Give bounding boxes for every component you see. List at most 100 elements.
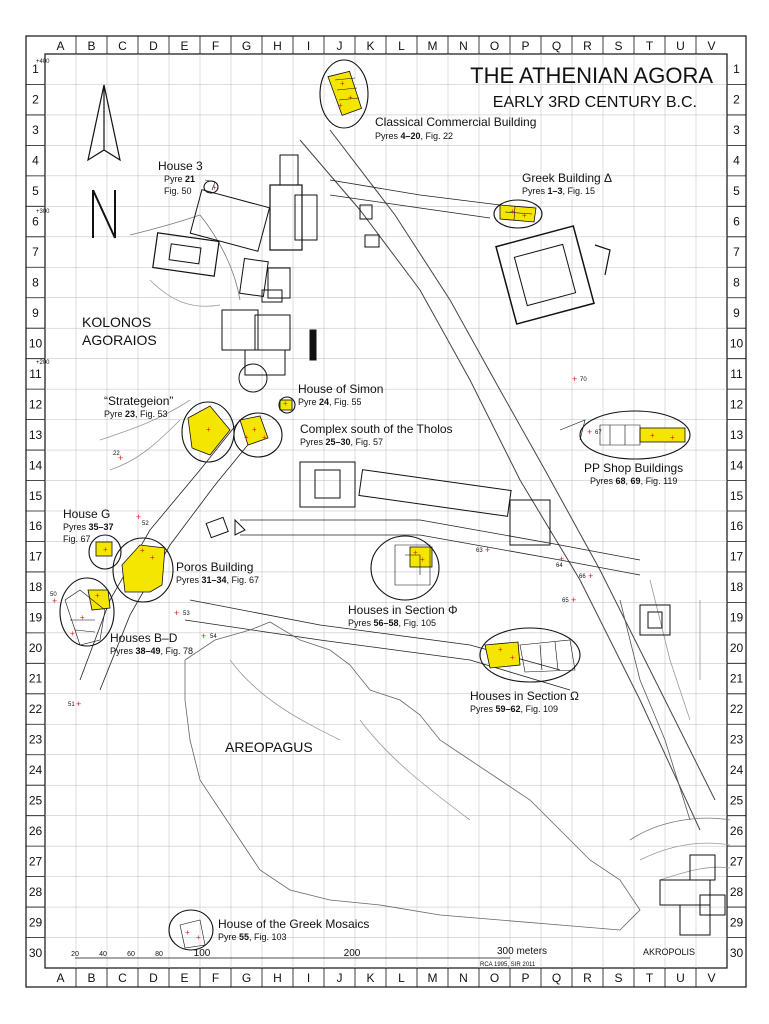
pyres-prefix: Pyres bbox=[300, 437, 326, 447]
pyre-cross-icon: + bbox=[118, 453, 123, 463]
map-title: THE ATHENIAN AGORA EARLY 3RD CENTURY B.C… bbox=[470, 63, 713, 111]
scale-tick: 80 bbox=[155, 951, 163, 958]
grid-row-label: 10 bbox=[29, 336, 43, 350]
grid-column-label: N bbox=[459, 971, 468, 985]
grid-column-label: V bbox=[707, 971, 715, 985]
grid-column-label: C bbox=[118, 39, 127, 53]
grid-row-label: 17 bbox=[730, 550, 744, 564]
grid-row-label: 30 bbox=[730, 946, 744, 960]
pyres-prefix: Pyres bbox=[470, 704, 496, 714]
pyre-cross-icon: + bbox=[587, 427, 592, 437]
grid-row-label: 17 bbox=[29, 550, 43, 564]
pyre-marker: 54+ bbox=[201, 631, 217, 641]
site-pyres: Pyres 38–49, Fig. 78 bbox=[110, 646, 193, 656]
grid-column-label: H bbox=[273, 39, 282, 53]
grid-column-label: L bbox=[398, 971, 405, 985]
grid-row-label: 8 bbox=[733, 276, 740, 290]
site-pyres: Pyres 59–62, Fig. 109 bbox=[470, 704, 558, 714]
grid-row-label: 21 bbox=[730, 672, 744, 686]
grid-row-label: 24 bbox=[29, 763, 43, 777]
grid-column-label: E bbox=[180, 39, 188, 53]
pyre-marker: 50+ bbox=[50, 592, 57, 606]
grid-column-label: B bbox=[87, 971, 95, 985]
grid-column-label: S bbox=[614, 971, 622, 985]
region-kolonos-2: AGORAIOS bbox=[82, 332, 157, 348]
grid-column-label: G bbox=[242, 39, 251, 53]
svg-text:+: + bbox=[670, 433, 675, 442]
grid-column-label: Q bbox=[552, 39, 561, 53]
pyres-prefix: Pyre bbox=[104, 409, 125, 419]
site-name: Classical Commercial Building bbox=[375, 115, 536, 129]
grid-row-label: 3 bbox=[32, 123, 39, 137]
pyres-fig: , Fig. 105 bbox=[399, 618, 437, 628]
grid-row-label: 13 bbox=[29, 428, 43, 442]
site-pyres: Pyres 35–37 bbox=[63, 522, 114, 532]
grid-row-label: 1 bbox=[32, 62, 39, 76]
site-name: House G bbox=[63, 507, 110, 521]
site-label-omega: Houses in Section Ω Pyres 59–62, Fig. 10… bbox=[470, 689, 579, 714]
grid-row-label: 14 bbox=[29, 458, 43, 472]
pyre-marker: 51+ bbox=[68, 699, 81, 709]
site-name: PP Shop Buildings bbox=[584, 461, 683, 475]
grid-row-label: 21 bbox=[29, 672, 43, 686]
svg-text:+: + bbox=[420, 555, 425, 564]
grid-row-label: 11 bbox=[29, 367, 42, 381]
pyres-number: 23 bbox=[125, 409, 135, 419]
grid-row-label: 7 bbox=[733, 245, 740, 259]
pyre-number: 50 bbox=[50, 592, 57, 598]
grid-column-label: O bbox=[490, 971, 499, 985]
grid-column-label: V bbox=[707, 39, 715, 53]
pyres-number: 38–49 bbox=[136, 646, 161, 656]
site-pyres: Pyres 25–30, Fig. 57 bbox=[300, 437, 383, 447]
grid-row-label: 14 bbox=[730, 458, 744, 472]
grid-row-label: 8 bbox=[32, 276, 39, 290]
site-name: Poros Building bbox=[176, 560, 253, 574]
site-circles bbox=[59, 59, 691, 951]
grid-row-label: 27 bbox=[730, 854, 744, 868]
grid-row-label: 15 bbox=[730, 489, 744, 503]
pyres-fig: , Fig. 109 bbox=[521, 704, 559, 714]
map-linework bbox=[79, 129, 731, 931]
grid-row-label: 6 bbox=[32, 215, 39, 229]
grid-row-label: 19 bbox=[29, 611, 43, 625]
site-label-greek-delta: Greek Building Δ Pyres 1–3, Fig. 15 bbox=[522, 171, 612, 196]
scale-tick: 20 bbox=[71, 951, 79, 958]
pyres-fig: , Fig. 67 bbox=[227, 575, 260, 585]
site-fig: Fig. 50 bbox=[164, 186, 192, 196]
site-label-mosaics: House of the Greek Mosaics Pyre 55, Fig.… bbox=[218, 917, 369, 942]
pyres-prefix: Pyre bbox=[164, 174, 185, 184]
pyres-number: 59–62 bbox=[496, 704, 521, 714]
grid-column-label: I bbox=[307, 971, 310, 985]
title-line2: EARLY 3RD CENTURY B.C. bbox=[493, 94, 697, 111]
site-label-simon: House of Simon Pyre 24, Fig. 55 bbox=[298, 382, 383, 407]
grid-row-label: 11 bbox=[730, 367, 743, 381]
svg-text:+: + bbox=[522, 211, 527, 220]
svg-text:+: + bbox=[340, 79, 345, 88]
pyre-markers: 22+ 50+ 51+ 52+ 53+ 54+ 63+ 64+ 65+ 66+ … bbox=[50, 374, 602, 709]
pyres-number: 25–30 bbox=[326, 437, 351, 447]
site-pyres: Pyres 1–3, Fig. 15 bbox=[522, 186, 595, 196]
grid-row-label: 24 bbox=[730, 763, 744, 777]
pyre-cross-icon: + bbox=[174, 608, 179, 618]
grid-row-label: 6 bbox=[733, 215, 740, 229]
pyre-cross-icon: + bbox=[571, 595, 576, 605]
grid-row-label: 13 bbox=[730, 428, 744, 442]
pyres-prefix: Pyres bbox=[348, 618, 374, 628]
grid-column-label: T bbox=[646, 39, 654, 53]
site-label-tholos: Complex south of the Tholos Pyres 25–30,… bbox=[300, 422, 453, 447]
pyre-cross-icon: + bbox=[572, 374, 577, 384]
site-pyres: Pyre 24, Fig. 55 bbox=[298, 397, 362, 407]
grid-row-label: 30 bbox=[29, 946, 43, 960]
pyres-fig: , Fig. 15 bbox=[563, 186, 596, 196]
grid-column-label: F bbox=[212, 971, 219, 985]
site-name: Complex south of the Tholos bbox=[300, 422, 453, 436]
grid-column-label: P bbox=[521, 39, 529, 53]
site-fig: Fig. 67 bbox=[63, 534, 91, 544]
grid-row-label: 1 bbox=[733, 62, 740, 76]
pyre-marker: 52+ bbox=[136, 512, 149, 527]
svg-text:+: + bbox=[185, 928, 190, 937]
scale-tick: 200 bbox=[344, 948, 361, 959]
grid-column-label: H bbox=[273, 971, 282, 985]
